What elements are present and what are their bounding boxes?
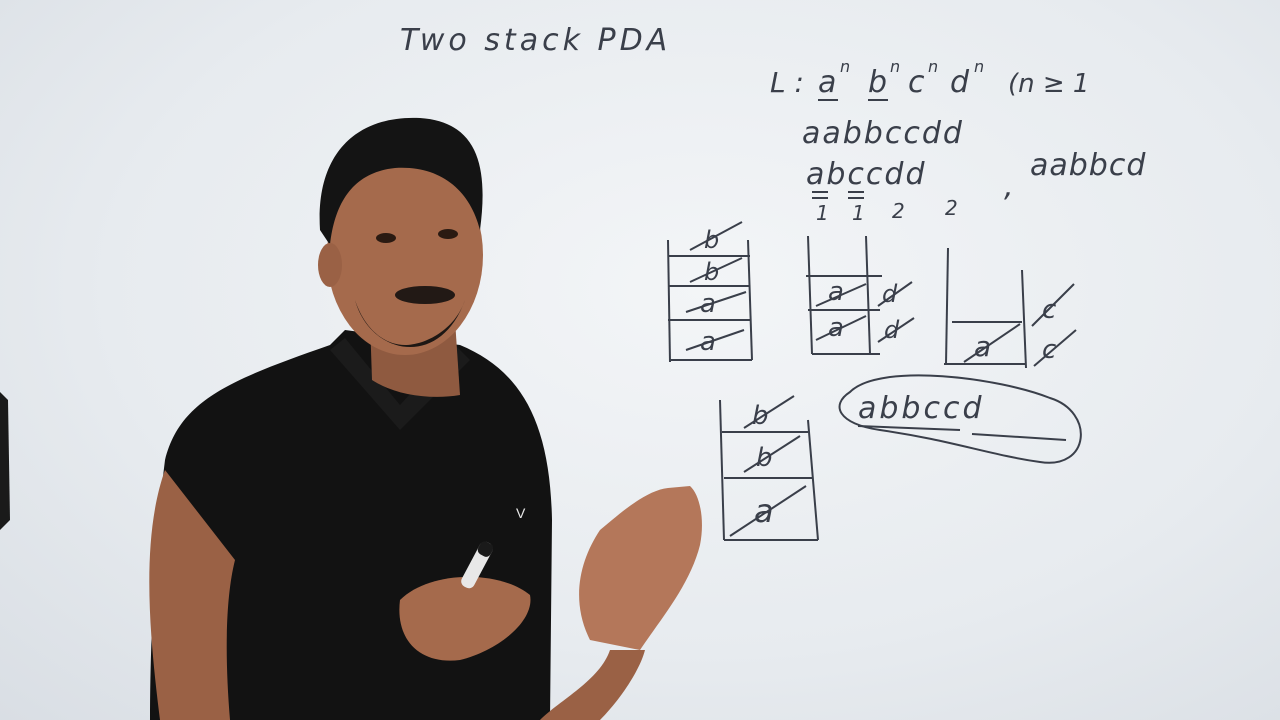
trace-count-4: 2 <box>945 196 958 220</box>
left-arm <box>149 470 235 720</box>
circled-underline-1 <box>857 425 961 431</box>
stack4-item-3: a <box>754 492 774 530</box>
term-c: c <box>908 65 925 100</box>
right-hand <box>579 486 702 650</box>
stack-2 <box>806 235 915 355</box>
exp-b: n <box>890 57 900 76</box>
example-reject: aabbcd <box>1030 148 1146 183</box>
stack2-side-2: d <box>884 316 900 344</box>
trace-count-3: 2 <box>892 199 905 223</box>
hair <box>319 117 483 245</box>
exp-d: n <box>974 57 984 76</box>
right-eye <box>438 229 458 239</box>
left-hand <box>399 576 531 661</box>
trace-count-2: 1 <box>852 201 865 225</box>
shirt-logo: V <box>516 505 526 521</box>
stack1-item-3: a <box>700 289 716 319</box>
stack3-side-2: c <box>1042 335 1056 365</box>
left-eye <box>376 233 396 243</box>
face <box>327 155 483 355</box>
beard <box>355 300 465 348</box>
right-forearm <box>540 650 645 720</box>
language-definition: L : a n b n c n d n (n ≥ 1 <box>770 57 1089 101</box>
circled-underline-2 <box>971 433 1067 441</box>
stack3-side-1: c <box>1042 295 1056 325</box>
term-d: d <box>950 65 970 100</box>
stack1-item-2: b <box>704 258 719 286</box>
stack4-item-1: b <box>752 401 769 431</box>
circled-string: abbccd <box>858 391 985 426</box>
language-prefix: L : <box>770 66 804 99</box>
presenter: V <box>149 117 702 720</box>
stack-1 <box>667 221 753 363</box>
term-b: b <box>868 65 887 100</box>
stack-4 <box>719 395 819 541</box>
circled-string-outline <box>838 374 1082 464</box>
ear <box>318 243 342 287</box>
term-a: a <box>818 65 836 100</box>
marker-cap <box>477 541 494 557</box>
language-condition: (n ≥ 1 <box>1008 69 1089 99</box>
exp-a: n <box>840 57 850 76</box>
board-title: Two stack PDA <box>400 23 671 58</box>
stack-3 <box>944 247 1077 369</box>
edge-object <box>0 392 10 530</box>
stack3-item-1: a <box>974 330 991 363</box>
mustache <box>395 286 455 304</box>
trace-count-1: 1 <box>816 201 829 225</box>
stack1-item-4: a <box>700 327 716 357</box>
stack4-item-2: b <box>756 443 773 473</box>
stack2-item-1: a <box>828 277 844 307</box>
example-trace: abccdd <box>806 157 927 192</box>
example-accept: aabbccdd <box>802 116 964 151</box>
exp-c: n <box>928 57 938 76</box>
stack1-item-1: b <box>704 226 719 254</box>
trace-separator: , <box>1004 169 1014 204</box>
stack2-item-2: a <box>828 313 844 343</box>
stack2-side-1: d <box>882 280 898 308</box>
